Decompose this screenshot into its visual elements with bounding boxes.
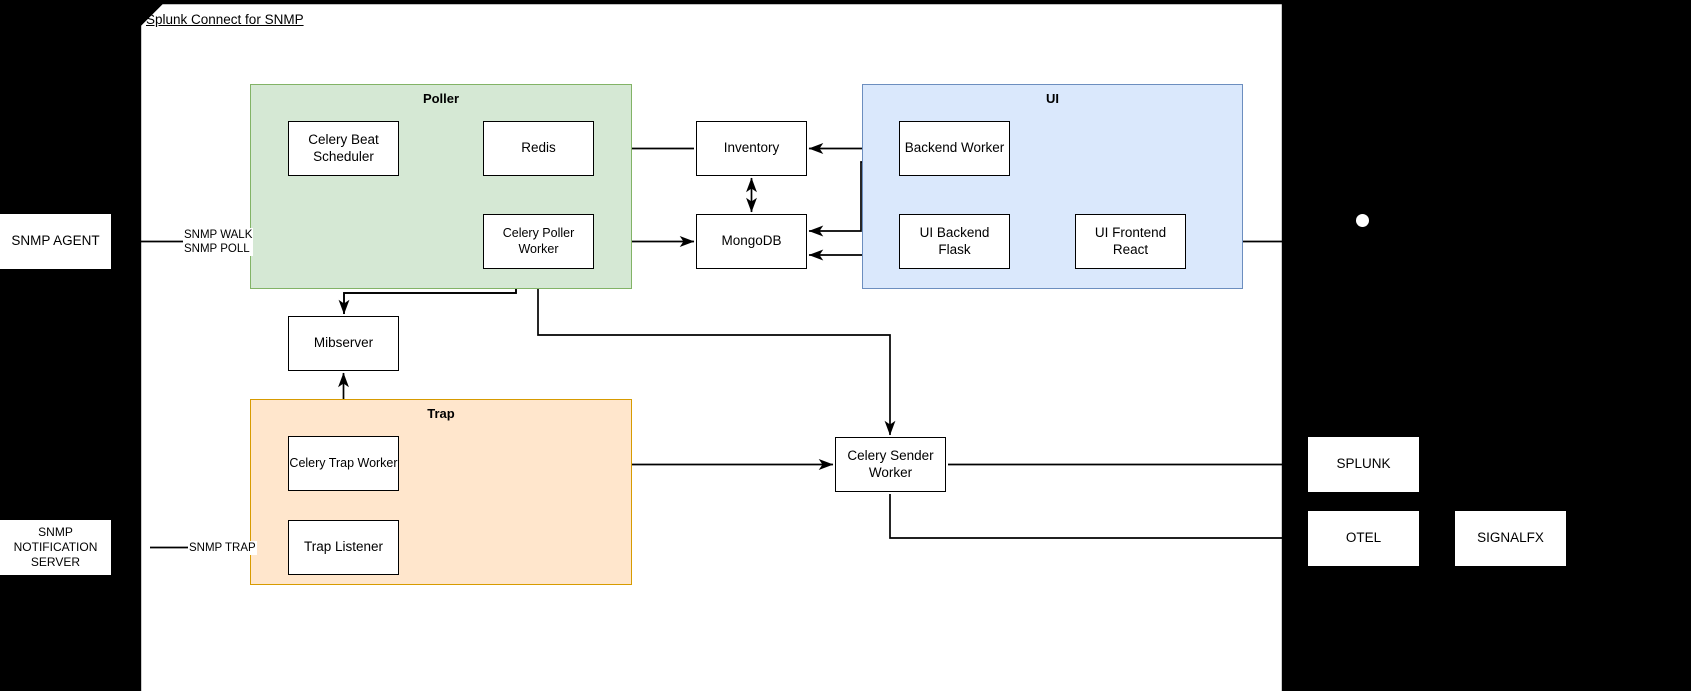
- node-celery-poller-worker[interactable]: Celery Poller Worker: [483, 214, 594, 269]
- node-mongodb[interactable]: MongoDB: [696, 214, 807, 269]
- edge-label-snmp-walk-poll: SNMP WALK SNMP POLL: [183, 228, 254, 257]
- edge-label-snmp-trap: SNMP TRAP: [188, 541, 257, 556]
- node-ui-backend-flask[interactable]: UI Backend Flask: [899, 214, 1010, 269]
- node-celery-trap-worker[interactable]: Celery Trap Worker: [288, 436, 399, 491]
- node-signalfx[interactable]: SIGNALFX: [1455, 511, 1566, 566]
- node-celery-sender-worker[interactable]: Celery Sender Worker: [835, 437, 946, 492]
- edge-senderworker-otel: [889, 494, 1290, 539]
- group-ui-label: UI: [1046, 91, 1059, 106]
- node-splunk[interactable]: SPLUNK: [1308, 437, 1419, 492]
- node-inventory[interactable]: Inventory: [696, 121, 807, 176]
- node-mibserver[interactable]: Mibserver: [288, 316, 399, 371]
- node-celery-beat-scheduler[interactable]: Celery Beat Scheduler: [288, 121, 399, 176]
- white-dot-marker: [1356, 214, 1369, 227]
- group-poller-label: Poller: [422, 91, 460, 106]
- group-trap-label: Trap: [427, 406, 455, 421]
- edge-pollerworker-senderworker: [537, 271, 896, 436]
- node-snmp-notification-server[interactable]: SNMP NOTIFICATION SERVER: [0, 520, 111, 575]
- node-ui-frontend-react[interactable]: UI Frontend React: [1075, 214, 1186, 269]
- node-backend-worker[interactable]: Backend Worker: [899, 121, 1010, 176]
- node-snmp-agent[interactable]: SNMP AGENT: [0, 214, 111, 269]
- container-title: Splunk Connect for SNMP: [146, 12, 304, 27]
- node-redis[interactable]: Redis: [483, 121, 594, 176]
- node-otel[interactable]: OTEL: [1308, 511, 1419, 566]
- node-trap-listener[interactable]: Trap Listener: [288, 520, 399, 575]
